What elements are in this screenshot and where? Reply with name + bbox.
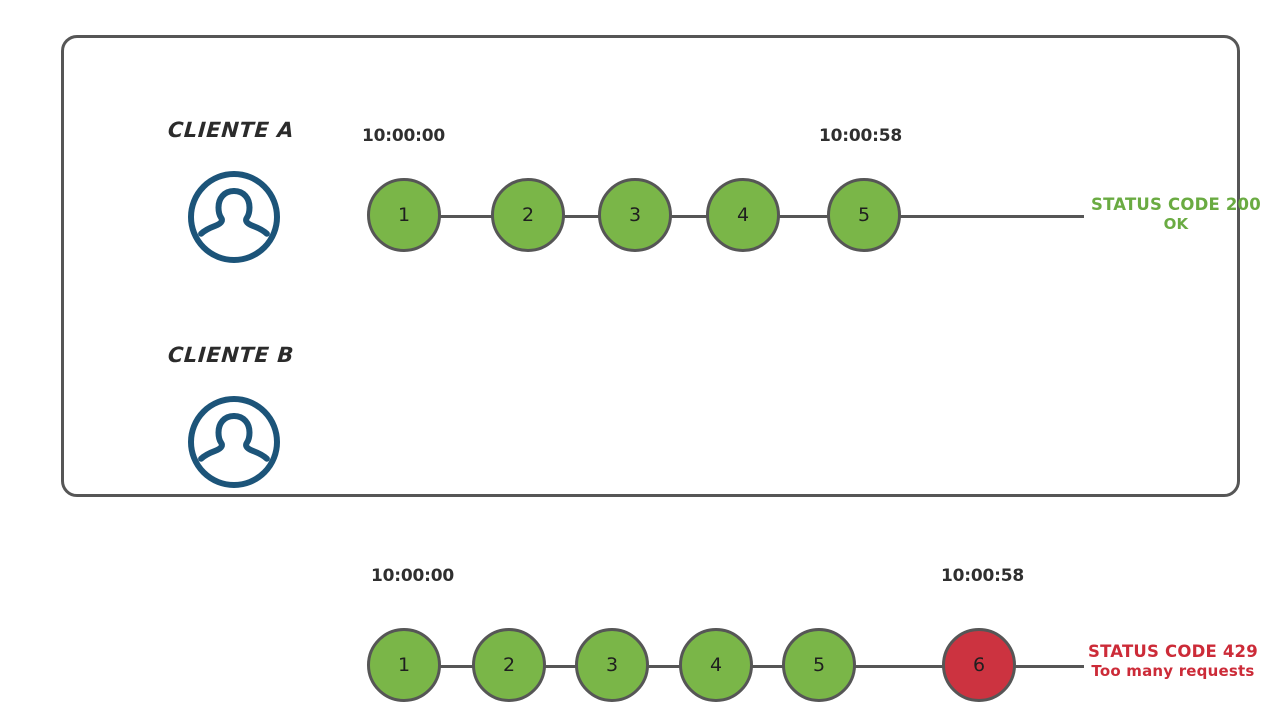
user-avatar-icon (186, 394, 282, 490)
diagram-frame: CLIENTE A 10:00:00 10:00:58 1 2 3 4 5 ST… (61, 35, 1261, 702)
request-node[interactable]: 5 (782, 628, 856, 702)
request-node[interactable]: 4 (679, 628, 753, 702)
status-message-b: STATUS CODE 429 Too many requests (1088, 642, 1258, 680)
request-node[interactable]: 1 (367, 628, 441, 702)
request-node[interactable]: 3 (598, 178, 672, 252)
request-node[interactable]: 2 (472, 628, 546, 702)
diagram-canvas: CLIENTE A 10:00:00 10:00:58 1 2 3 4 5 ST… (61, 35, 1261, 702)
status-code-line: STATUS CODE 200 (1091, 195, 1261, 214)
request-node-error[interactable]: 6 (942, 628, 1016, 702)
timestamp-start-b: 10:00:00 (371, 566, 454, 586)
request-node[interactable]: 3 (575, 628, 649, 702)
request-node[interactable]: 5 (827, 178, 901, 252)
timestamp-end-b: 10:00:58 (941, 566, 1024, 586)
timestamp-start-a: 10:00:00 (362, 126, 445, 146)
status-message-a: STATUS CODE 200 OK (1091, 195, 1261, 233)
timestamp-end-a: 10:00:58 (819, 126, 902, 146)
user-avatar-icon (186, 169, 282, 265)
request-node[interactable]: 2 (491, 178, 565, 252)
client-label-b: CLIENTE B (167, 343, 295, 367)
status-detail-line: OK (1163, 215, 1189, 234)
request-node[interactable]: 1 (367, 178, 441, 252)
client-label-a: CLIENTE A (167, 118, 296, 142)
request-node[interactable]: 4 (706, 178, 780, 252)
status-code-line: STATUS CODE 429 (1088, 642, 1258, 661)
status-detail-line: Too many requests (1091, 662, 1255, 681)
